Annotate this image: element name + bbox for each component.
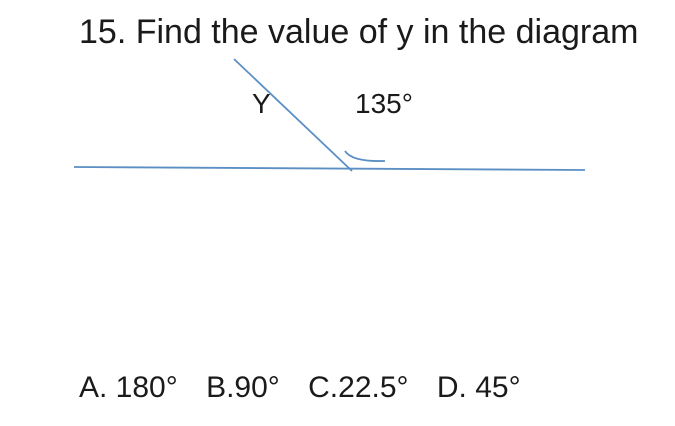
option-b[interactable]: B.90° — [206, 371, 280, 404]
answer-options: A. 180° B.90° C.22.5° D. 45° — [79, 370, 521, 406]
option-d[interactable]: D. 45° — [436, 371, 521, 404]
option-a[interactable]: A. 180° — [79, 371, 178, 404]
label-135-degrees: 135° — [355, 88, 413, 119]
label-y: Y — [252, 88, 271, 119]
slanted-line — [233, 58, 353, 172]
option-c[interactable]: C.22.5° — [308, 371, 409, 404]
angle-arc — [344, 150, 386, 162]
horizontal-line — [73, 166, 586, 171]
question-text: 15. Find the value of y in the diagram — [79, 13, 639, 51]
